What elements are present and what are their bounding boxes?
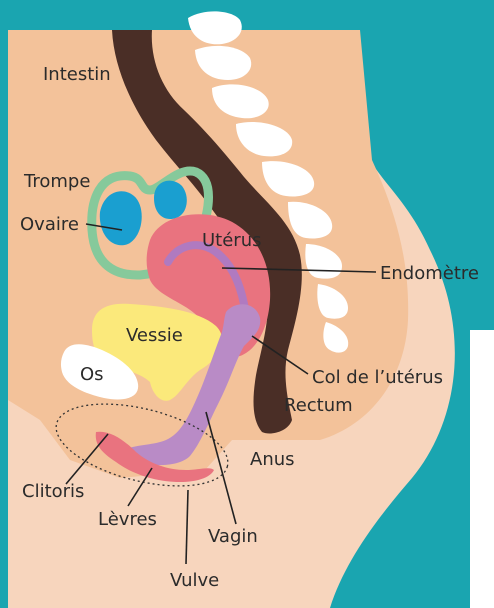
label-ovaire: Ovaire: [20, 214, 79, 235]
ovary-right: [154, 181, 187, 219]
white-panel-right: [470, 330, 494, 608]
label-intestin: Intestin: [43, 64, 111, 85]
label-trompe: Trompe: [23, 171, 90, 192]
label-clitoris: Clitoris: [22, 481, 84, 502]
label-vagin: Vagin: [208, 526, 258, 547]
label-vulve: Vulve: [170, 570, 219, 591]
label-os: Os: [80, 364, 104, 385]
label-vessie: Vessie: [126, 325, 183, 346]
label-col: Col de l’utérus: [312, 367, 443, 388]
label-endometre: Endomètre: [380, 263, 479, 284]
label-uterus: Utérus: [202, 230, 262, 251]
label-anus: Anus: [250, 449, 295, 470]
label-rectum: Rectum: [284, 395, 353, 416]
label-levres: Lèvres: [98, 509, 157, 530]
